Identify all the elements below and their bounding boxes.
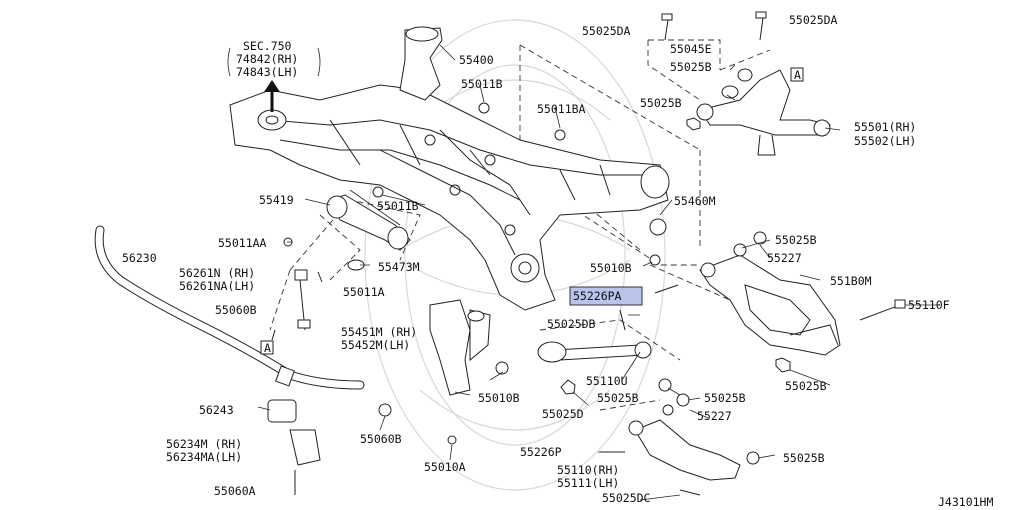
label-55011AA: 55011AA: [218, 236, 267, 250]
upper-link: [661, 11, 831, 156]
label-55010B-a: 55010B: [590, 261, 632, 275]
label-55011BA: 55011BA: [537, 102, 586, 116]
label-56261NA: 56261NA(LH): [179, 279, 255, 293]
label-55419: 55419: [259, 193, 294, 207]
label-55110F: 55110F: [908, 298, 950, 312]
sec-ref-line3: 74843(LH): [236, 65, 298, 79]
label-55011B-b: 55011B: [377, 199, 419, 213]
highlight-box-55226PA: [569, 286, 643, 306]
label-55025B-arm: 55025B: [640, 96, 682, 110]
label-55400: 55400: [459, 53, 494, 67]
label-56243: 56243: [199, 403, 234, 417]
label-55227-a: 55227: [767, 251, 802, 265]
rear-suspension-member: [229, 26, 670, 311]
label-55025DA-a: 55025DA: [582, 24, 631, 38]
label-56230: 56230: [122, 251, 157, 265]
label-55025DB: 55025DB: [547, 317, 596, 331]
label-55452M: 55452M(LH): [341, 338, 410, 352]
watermark-emblem: [364, 19, 666, 491]
diagram-code: J43101HM: [938, 495, 993, 509]
lower-link-arm: [699, 254, 906, 373]
label-55025DA-b: 55025DA: [789, 13, 838, 27]
ref-box-a-lower: [260, 340, 274, 355]
label-55060A: 55060A: [214, 484, 256, 498]
label-55110U: 55110U: [586, 374, 628, 388]
ref-a-lower: A: [264, 341, 271, 355]
label-55025D: 55025D: [542, 407, 584, 421]
label-55025B-g: 55025B: [785, 379, 827, 393]
stabilizer-bar: [94, 225, 365, 495]
label-55010A: 55010A: [424, 460, 466, 474]
label-55011A: 55011A: [343, 285, 385, 299]
label-55460M: 55460M: [674, 194, 716, 208]
toe-control-link: [537, 341, 652, 395]
part-labels: SEC.750 74842(RH) 74843(LH) 55025DA 5502…: [122, 13, 993, 509]
label-55025B-f: 55025B: [783, 451, 825, 465]
label-55045E: 55045E: [670, 42, 712, 56]
ref-box-a-upper: [790, 67, 804, 82]
label-56234M: 56234M (RH): [166, 437, 242, 451]
fasteners: [283, 102, 767, 465]
label-55025B-e: 55025B: [704, 391, 746, 405]
label-55226PA: 55226PA: [573, 289, 622, 303]
label-56234MA: 56234MA(LH): [166, 450, 242, 464]
label-55025DC: 55025DC: [602, 491, 651, 505]
radius-rod-55419: [326, 194, 411, 271]
leader-lines: [257, 44, 940, 501]
lower-arm-55110: [600, 419, 741, 496]
sec-ref-line2: 74842(RH): [236, 52, 298, 66]
assembly-guide-lines: [269, 39, 771, 411]
sec-ref-line1: SEC.750: [243, 39, 292, 53]
ref-a-upper: A: [794, 68, 801, 82]
label-551B0M: 551B0M: [830, 274, 872, 288]
label-55501: 55501(RH): [854, 120, 916, 134]
label-55451M: 55451M (RH): [341, 325, 417, 339]
label-55473M: 55473M: [378, 260, 420, 274]
label-55011B-a: 55011B: [461, 77, 503, 91]
label-55025B-d: 55025B: [597, 391, 639, 405]
label-55110RH: 55110(RH): [557, 463, 619, 477]
knuckle-bracket: [429, 299, 491, 396]
label-56261N: 56261N (RH): [179, 266, 255, 280]
label-55060B-a: 55060B: [215, 303, 257, 317]
label-55502: 55502(LH): [854, 134, 916, 148]
label-55025B-top: 55025B: [670, 60, 712, 74]
label-55025B-c: 55025B: [775, 233, 817, 247]
section-reference-arrow: [227, 47, 321, 112]
label-55010B-b: 55010B: [478, 391, 520, 405]
label-55060B-b: 55060B: [360, 432, 402, 446]
label-55226P: 55226P: [520, 445, 562, 459]
label-55227-b: 55227: [697, 409, 732, 423]
label-55111LH: 55111(LH): [557, 476, 619, 490]
